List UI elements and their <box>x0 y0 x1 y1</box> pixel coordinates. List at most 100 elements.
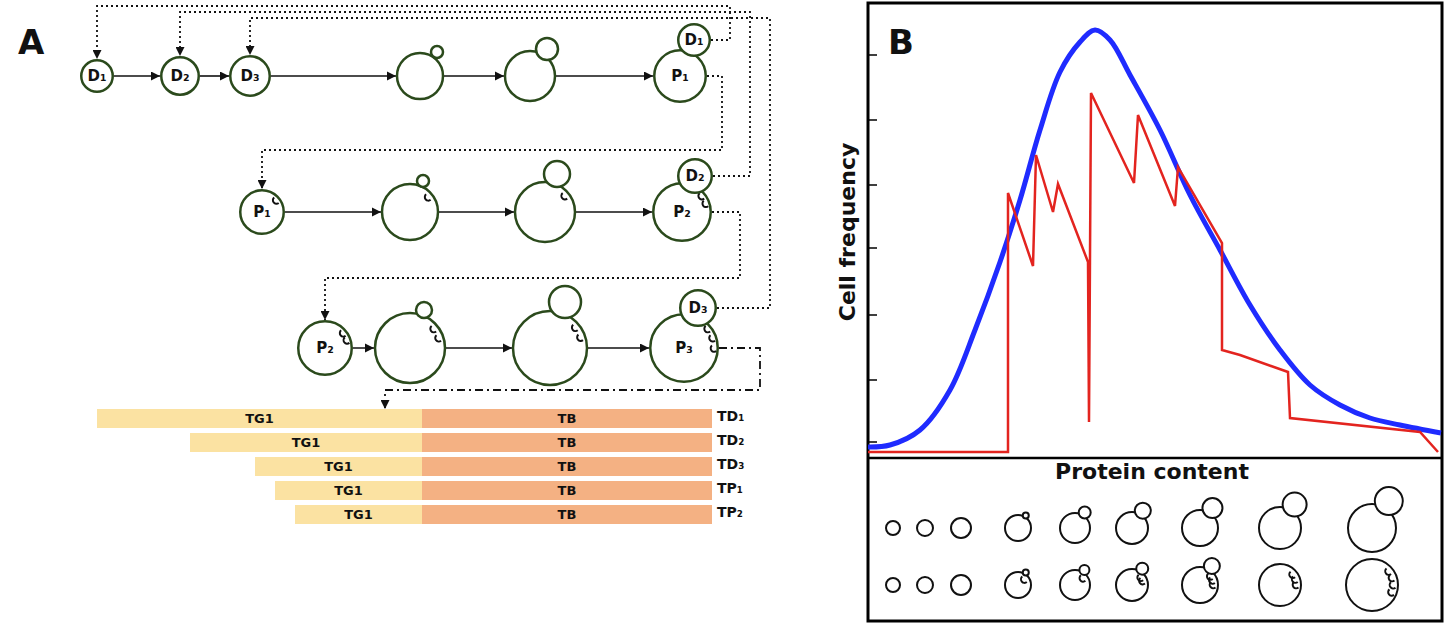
protein-band: TB <box>422 481 712 500</box>
cell-circle: P₂ <box>297 320 353 376</box>
cell-sketch <box>951 518 971 538</box>
band-rect <box>422 433 712 452</box>
cell-border <box>678 159 712 193</box>
cell-label: D₁ <box>684 31 703 49</box>
bud <box>536 38 558 60</box>
tick <box>868 54 877 56</box>
band-rect <box>422 409 712 428</box>
cell-border <box>650 314 718 382</box>
bud-sketch <box>1202 498 1222 518</box>
cell-border <box>653 183 711 241</box>
protein-band: TG1 <box>275 481 422 500</box>
daughter-bud: D₁ <box>677 23 711 57</box>
cell-sketch <box>886 521 900 535</box>
cell-sketch <box>886 578 900 592</box>
bud-sketch <box>1283 493 1307 517</box>
cell-circle: P₁ <box>239 189 285 235</box>
bud-scar <box>430 326 436 332</box>
cell-circle: D₃ <box>229 55 271 97</box>
lineage-arrow <box>250 18 770 308</box>
mother-cell <box>375 313 445 383</box>
panel-frame <box>868 3 1442 621</box>
arrowhead <box>495 72 504 81</box>
lineage-cells <box>273 38 717 385</box>
lineage-label: TP₂ <box>717 505 743 519</box>
tick <box>868 184 877 186</box>
cell-border <box>230 56 270 96</box>
protein-band: TB <box>422 505 712 524</box>
growth-arrow <box>114 75 160 77</box>
bud-sketch <box>1135 503 1151 519</box>
band-label: TB <box>558 411 577 426</box>
band-label: TB <box>558 483 577 498</box>
cell-label: D₂ <box>170 67 189 85</box>
band-rect <box>275 481 422 500</box>
protein-band: TG1 <box>190 433 422 452</box>
protein-band: TG1 <box>255 457 422 476</box>
panel-label: A <box>18 25 44 59</box>
cell-border <box>678 24 710 56</box>
band-rect <box>295 505 422 524</box>
band-rect <box>97 409 422 428</box>
mother-cell <box>515 182 575 242</box>
bud-scar <box>702 201 708 207</box>
cell-sketch <box>1346 559 1398 611</box>
axis-title: Protein content <box>1055 461 1249 483</box>
tick <box>868 314 877 316</box>
cell-border <box>680 290 716 326</box>
bud-scar <box>1390 582 1396 588</box>
cell-label: P₃ <box>675 339 693 357</box>
bud-sketch <box>1023 570 1029 576</box>
cell-label: P₂ <box>316 339 334 357</box>
panel-label: B <box>888 25 914 59</box>
bud-scar <box>435 335 441 341</box>
lineage-label: TD₁ <box>717 409 744 423</box>
band-label: TG1 <box>344 507 373 522</box>
axis-title: Cell frequency <box>837 143 859 322</box>
lineage-label: TD₂ <box>717 433 744 447</box>
lineage-label: TP₁ <box>717 481 743 495</box>
cell-sketch <box>917 520 933 536</box>
lineage-arrow <box>180 12 750 176</box>
protein-band: TG1 <box>295 505 422 524</box>
protein-band: TB <box>422 433 712 452</box>
arrowhead <box>365 344 374 353</box>
band-label: TB <box>558 435 577 450</box>
cell-border <box>298 321 352 375</box>
tick <box>868 119 877 121</box>
tick <box>868 247 877 249</box>
bud-sketch <box>1375 487 1403 515</box>
simulated-distribution <box>868 93 1438 452</box>
bud-scar <box>1388 589 1394 595</box>
bud-scar <box>1139 578 1145 584</box>
cell-label: D₃ <box>240 67 259 85</box>
band-rect <box>422 457 712 476</box>
cell-circle: D₂ <box>160 56 200 96</box>
daughter-bud: D₃ <box>679 289 717 327</box>
cell-sketch <box>1259 564 1301 606</box>
bud <box>544 161 570 187</box>
bud-sketch <box>1023 513 1029 519</box>
band-rect <box>255 457 422 476</box>
bud-scar <box>561 193 567 199</box>
tick <box>868 379 877 381</box>
lineage-label: TD₃ <box>717 457 744 471</box>
growth-arrow <box>200 75 229 77</box>
bud <box>431 46 443 58</box>
arrowhead <box>387 72 396 81</box>
cell-border <box>240 190 284 234</box>
protein-band: TB <box>422 409 712 428</box>
arrowhead <box>505 208 514 217</box>
band-rect <box>422 481 712 500</box>
lineage-arrow <box>97 6 730 59</box>
bud <box>549 286 581 318</box>
growth-arrow <box>271 75 653 77</box>
protein-band: TG1 <box>97 409 422 428</box>
bud-scar <box>1389 575 1395 581</box>
bud <box>416 302 432 318</box>
bud-scar <box>1080 575 1086 581</box>
lineage-arrow <box>262 76 722 189</box>
bud-sketch <box>1204 558 1220 574</box>
y-ticks <box>868 55 877 442</box>
